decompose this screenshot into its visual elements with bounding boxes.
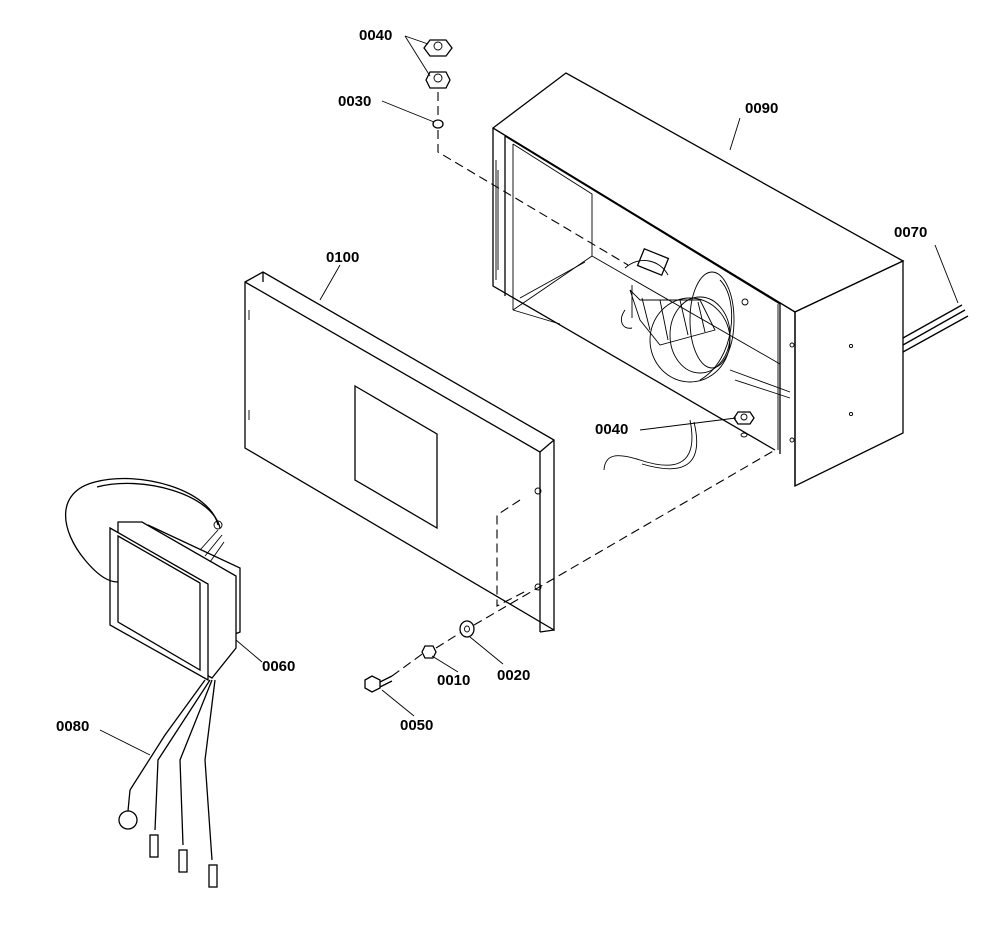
part-0010-nut: [421, 645, 437, 659]
callout-0090: 0090: [745, 100, 778, 117]
callout-0010: 0010: [437, 672, 470, 689]
callout-labels: 0040 0030 0090 0070 0100 0040 0060 0010 …: [56, 27, 927, 735]
callout-0060: 0060: [262, 658, 295, 675]
part-0080-wire-leads: [118, 679, 218, 888]
part-0090-enclosure-box: [491, 72, 905, 488]
callout-0050: 0050: [400, 717, 433, 734]
leader-lines: [99, 35, 741, 756]
callout-0040-top: 0040: [359, 27, 392, 44]
part-0060-display-module: [65, 477, 241, 682]
wiring-harness-inside-box: [603, 247, 791, 471]
part-0040-mid-nut: [733, 411, 755, 438]
part-0050-screw: [364, 675, 393, 693]
part-0070-power-cord: [902, 244, 969, 353]
part-0030-washer: [432, 119, 444, 129]
callout-0040-mid: 0040: [595, 421, 628, 438]
part-0100-cover-panel: [244, 271, 555, 633]
callout-0080: 0080: [56, 718, 89, 735]
part-0020-washer: [459, 620, 475, 638]
callout-0020: 0020: [497, 667, 530, 684]
part-0040-top-nut: [423, 39, 453, 89]
callout-0030: 0030: [338, 93, 371, 110]
callout-0070: 0070: [894, 224, 927, 241]
assembly-dashed-lines: [391, 92, 776, 677]
callout-0100: 0100: [326, 249, 359, 266]
